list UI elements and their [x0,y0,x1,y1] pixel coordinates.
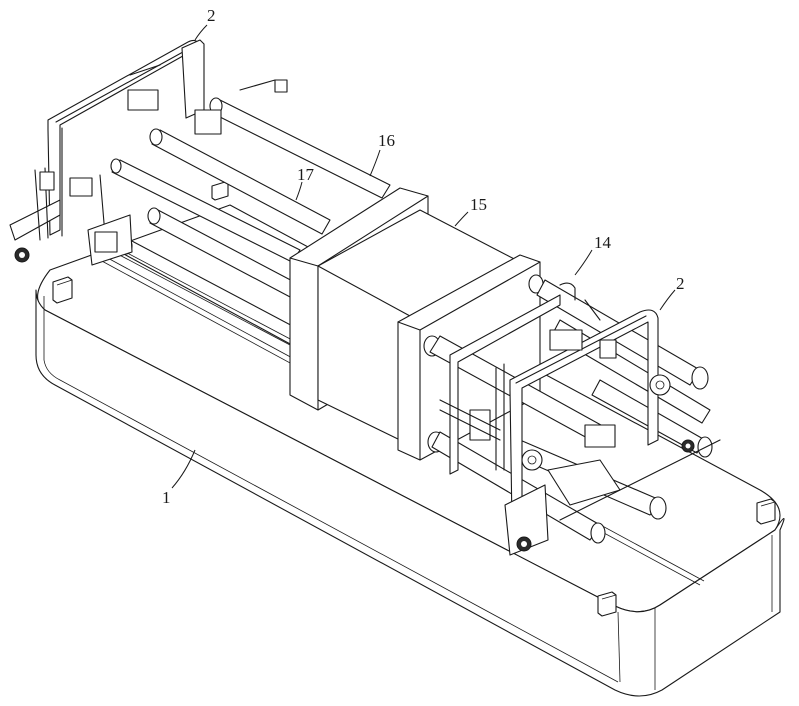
leader-16 [369,149,381,177]
clamp-block-4 [584,424,616,448]
clamp-block-3 [549,329,583,351]
knob-front [521,449,543,471]
leader-14 [574,249,593,276]
label-guide-rod: 17 [297,165,315,184]
pad-rear-right [756,498,776,525]
frame-left [9,39,288,266]
leader-2-right [659,289,676,311]
label-machine-base: 1 [162,488,171,507]
label-guide-sleeve: 14 [594,233,612,252]
leader-17 [295,181,303,201]
label-mold-box: 15 [470,195,487,214]
leader-lines [171,24,676,489]
pad-front-left [52,276,73,304]
leader-1 [171,449,196,489]
pad-rear-left [211,181,229,201]
rear-guide-rods [109,97,391,346]
pad-front-right [597,591,617,617]
label-frame-left: 2 [207,6,216,25]
frame-right [439,294,721,556]
label-plate: 16 [378,131,395,150]
leader-2-left [194,24,208,41]
knob-rear [649,374,671,396]
clamp-block-1 [127,89,159,111]
leader-15 [454,211,469,227]
label-frame-right: 2 [676,274,685,293]
clamp-block-2 [194,109,222,135]
